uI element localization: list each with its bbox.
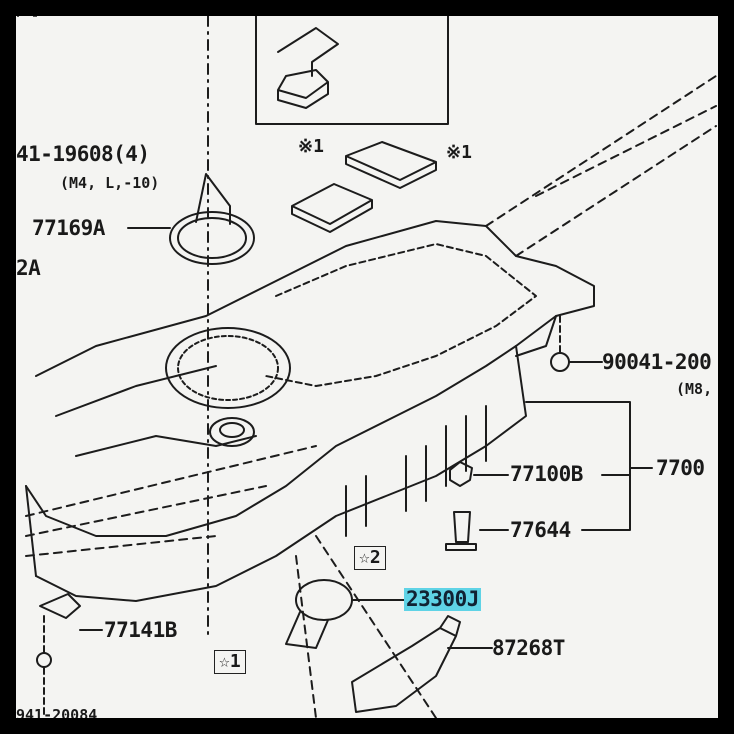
leader-ur-2 — [515, 125, 717, 257]
callout-star1: ☆1 — [214, 650, 246, 674]
callout-7700: 7700 — [656, 456, 705, 480]
tank-side — [35, 345, 527, 602]
callout-bottom: 941-20084 — [16, 706, 98, 719]
callout-941-19608-spec: (M4, L,-10) — [60, 174, 160, 192]
inset-box-outline — [33, 16, 449, 125]
group-bracket — [525, 401, 653, 531]
drain-boss — [209, 417, 255, 447]
bolt-90041 — [550, 352, 570, 372]
callout-x1-b: ※1 — [446, 142, 472, 163]
callout-90041: 90041-200 — [602, 350, 712, 374]
fuel-tank-exploded-diagram — [17, 16, 717, 718]
inset-bracket — [277, 27, 339, 109]
callout-90041-spec: (M8, — [676, 380, 713, 398]
tank-edge-2 — [25, 485, 37, 577]
callout-x1-a: ※1 — [298, 136, 324, 157]
nut-77100b — [449, 461, 473, 487]
leader-ur-3 — [535, 105, 717, 197]
callout-star2: ☆2 — [354, 546, 386, 570]
arrow-up — [195, 173, 231, 225]
tank-top — [25, 220, 595, 537]
tank-inner-top — [265, 243, 537, 387]
filter-23300j — [295, 579, 353, 621]
tank-rim — [55, 365, 257, 457]
callout-77169a: 77169A — [32, 216, 105, 240]
leader-down — [295, 535, 437, 718]
bolt-77644 — [445, 511, 477, 551]
callout-77141b: 77141B — [104, 618, 177, 642]
clip-77141b — [39, 593, 81, 619]
callout-23300j: 23300J — [404, 587, 481, 611]
diagram-frame: 41-19608(4) (M4, L,-10) 77169A 2A ※1 ※1 … — [16, 16, 718, 718]
callout-77644: 77644 — [510, 518, 571, 542]
pump-opening-inner — [177, 335, 279, 401]
callout-2a: 2A — [16, 256, 41, 280]
pad-2 — [345, 141, 437, 189]
filter-body — [285, 611, 329, 649]
pad-1 — [291, 183, 373, 233]
ring-77169a-inner — [177, 217, 247, 259]
drain-boss-inner — [219, 422, 245, 438]
protector-87268t — [351, 615, 461, 713]
ring-77169a — [169, 211, 255, 265]
callout-87268t: 87268T — [492, 636, 565, 660]
tank-edge-1 — [515, 315, 557, 357]
callout-77100b: 77100B — [510, 462, 583, 486]
pump-opening — [165, 327, 291, 409]
side-ribs — [345, 405, 487, 537]
leader-ur-1 — [485, 75, 717, 227]
leader-left — [25, 445, 317, 557]
bolt-bottom — [36, 652, 52, 668]
callout-941-19608: 41-19608(4) — [16, 142, 150, 166]
